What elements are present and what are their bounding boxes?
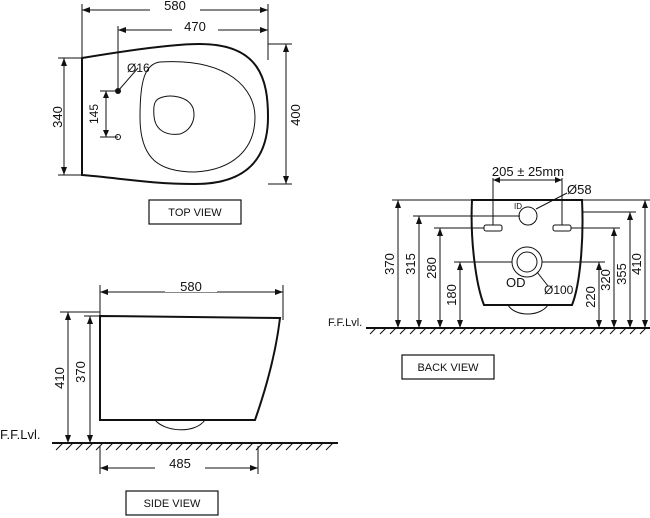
side-view-length-580: 580	[180, 279, 202, 294]
back-view-caption: BACK VIEW	[417, 362, 479, 374]
back-view-body	[470, 199, 584, 306]
side-view-projection-485: 485	[169, 456, 191, 471]
top-view: 580 470 340 400 145 Ø16 TOP VIEW	[50, 0, 303, 225]
top-view-hole-diameter: Ø16	[127, 61, 150, 75]
side-view-height-410: 410	[52, 367, 67, 389]
top-view-bowl-outline	[81, 42, 270, 186]
side-view-caption-box	[125, 490, 219, 516]
top-view-inner-length-470: 470	[184, 19, 206, 34]
back-view-height-355: 355	[614, 263, 629, 285]
top-view-width-340: 340	[50, 106, 65, 128]
side-view: 580 410 370 485 F.F.Lvl. SIDE VIEW	[0, 279, 338, 516]
back-view-height-320: 320	[598, 269, 613, 291]
back-view-height-410: 410	[629, 253, 644, 275]
back-view-outlet-inner	[516, 251, 538, 273]
back-view-height-370: 370	[382, 253, 397, 275]
top-view-length-580: 580	[164, 0, 186, 13]
back-view-bolt-slot-right	[552, 224, 572, 232]
back-view-bolt-slot-left	[483, 224, 503, 232]
side-view-floor-hatch	[55, 442, 334, 451]
back-view: 205 ± 25mm Ø58 ID OD Ø100 370 315 280 18…	[328, 164, 650, 380]
side-view-body	[99, 314, 282, 421]
side-view-floor-label: F.F.Lvl.	[0, 427, 40, 442]
side-view-trap	[154, 419, 206, 431]
back-view-floor-label: F.F.Lvl.	[328, 317, 362, 329]
side-view-height-370: 370	[73, 361, 88, 383]
top-view-caption: TOP VIEW	[168, 207, 222, 219]
top-view-seat-opening	[153, 95, 195, 135]
top-view-caption-box	[148, 199, 242, 225]
top-view-hole-spacing-145: 145	[87, 104, 101, 124]
back-view-height-220: 220	[583, 286, 598, 308]
back-view-trap	[507, 304, 549, 315]
back-view-height-315: 315	[403, 253, 418, 275]
back-view-bolt-spacing: 205 ± 25mm	[492, 164, 564, 179]
back-view-height-280: 280	[424, 257, 439, 279]
back-view-caption-box	[401, 354, 495, 380]
back-view-outlet-diameter: Ø100	[544, 283, 574, 297]
side-view-caption: SIDE VIEW	[144, 498, 201, 510]
back-view-outlet-label: OD	[506, 275, 526, 290]
top-view-overall-width-400: 400	[288, 104, 303, 126]
back-view-inlet-diameter: Ø58	[567, 182, 592, 197]
top-view-inner-rim	[139, 61, 256, 173]
back-view-inlet-label: ID	[514, 202, 522, 211]
back-view-height-180: 180	[444, 284, 459, 306]
